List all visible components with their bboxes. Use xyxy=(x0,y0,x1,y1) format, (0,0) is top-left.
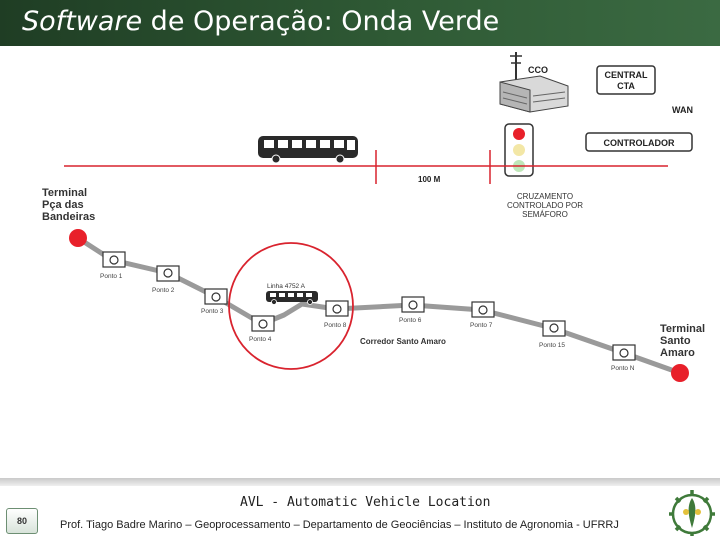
highlight-circle xyxy=(228,242,354,370)
terminal-right-line1: Terminal xyxy=(660,323,705,335)
footer-divider xyxy=(0,478,720,486)
stop-marker xyxy=(612,344,636,361)
central-label-line1: CENTRAL xyxy=(605,70,648,80)
slide-footer: AVL - Automatic Vehicle Location Prof. T… xyxy=(0,486,720,540)
bus-line-label: Linha 4752 A xyxy=(267,283,306,290)
stop-marker xyxy=(204,288,228,305)
terminal-left-marker xyxy=(69,229,87,247)
terminal-right-line2: Santo xyxy=(660,335,691,347)
terminal-left-line3: Bandeiras xyxy=(42,211,95,223)
small-bus-icon xyxy=(266,291,318,305)
slide-title: Software de Operação: Onda Verde xyxy=(22,6,499,37)
terminal-right-line3: Amaro xyxy=(660,347,695,359)
central-cta-box xyxy=(596,65,656,95)
bus-route-line xyxy=(75,235,683,376)
slide-title-italic: Software xyxy=(22,6,143,37)
crossing-label-line3: SEMÁFORO xyxy=(522,210,568,219)
stop-label: Ponto 3 xyxy=(201,308,224,315)
stop-label: Ponto 1 xyxy=(100,273,123,280)
diagram-area: CCO CENTRAL CTA WAN CONTROLADOR 100 M CR… xyxy=(0,46,720,478)
stop-marker xyxy=(471,301,495,318)
corridor-label: Corredor Santo Amaro xyxy=(360,337,446,346)
page-number-badge: 80 xyxy=(6,508,38,534)
stop-label: Ponto 15 xyxy=(539,342,565,349)
stop-marker xyxy=(156,265,180,282)
footer-credit: Prof. Tiago Badre Marino – Geoprocessame… xyxy=(60,519,619,531)
stop-marker xyxy=(102,251,126,268)
stop-label: Ponto 2 xyxy=(152,287,175,294)
central-label-line2: CTA xyxy=(617,81,635,91)
terminal-left-line2: Pça das xyxy=(42,199,84,211)
stop-label: Ponto 6 xyxy=(399,317,422,324)
cco-building-icon xyxy=(499,52,569,113)
stop-marker xyxy=(325,300,349,317)
avl-diagram: CCO CENTRAL CTA WAN CONTROLADOR 100 M CR… xyxy=(42,52,705,382)
ufrrj-logo-icon xyxy=(669,490,715,536)
terminal-right-marker xyxy=(671,364,689,382)
slide-title-rest: de Operação: Onda Verde xyxy=(142,6,500,37)
traffic-light-icon xyxy=(504,123,534,177)
cco-label: CCO xyxy=(528,65,548,75)
scale-label: 100 M xyxy=(418,175,441,184)
stop-marker xyxy=(401,296,425,313)
stop-label: Ponto 4 xyxy=(249,336,272,343)
crossing-label-line2: CONTROLADO POR xyxy=(507,201,583,210)
terminal-left-line1: Terminal xyxy=(42,187,87,199)
stop-label: Ponto 7 xyxy=(470,322,493,329)
wan-label: WAN xyxy=(672,105,693,115)
stop-label: Ponto 8 xyxy=(324,322,347,329)
footer-title: AVL - Automatic Vehicle Location xyxy=(240,495,491,510)
slide-header: Software de Operação: Onda Verde xyxy=(0,0,720,46)
stop-label: Ponto N xyxy=(611,365,635,372)
stop-marker xyxy=(251,315,275,332)
bus-icon xyxy=(258,136,358,164)
stop-marker xyxy=(542,320,566,337)
crossing-label-line1: CRUZAMENTO xyxy=(517,192,573,201)
controlador-box xyxy=(585,132,693,152)
controlador-label: CONTROLADOR xyxy=(604,138,675,148)
